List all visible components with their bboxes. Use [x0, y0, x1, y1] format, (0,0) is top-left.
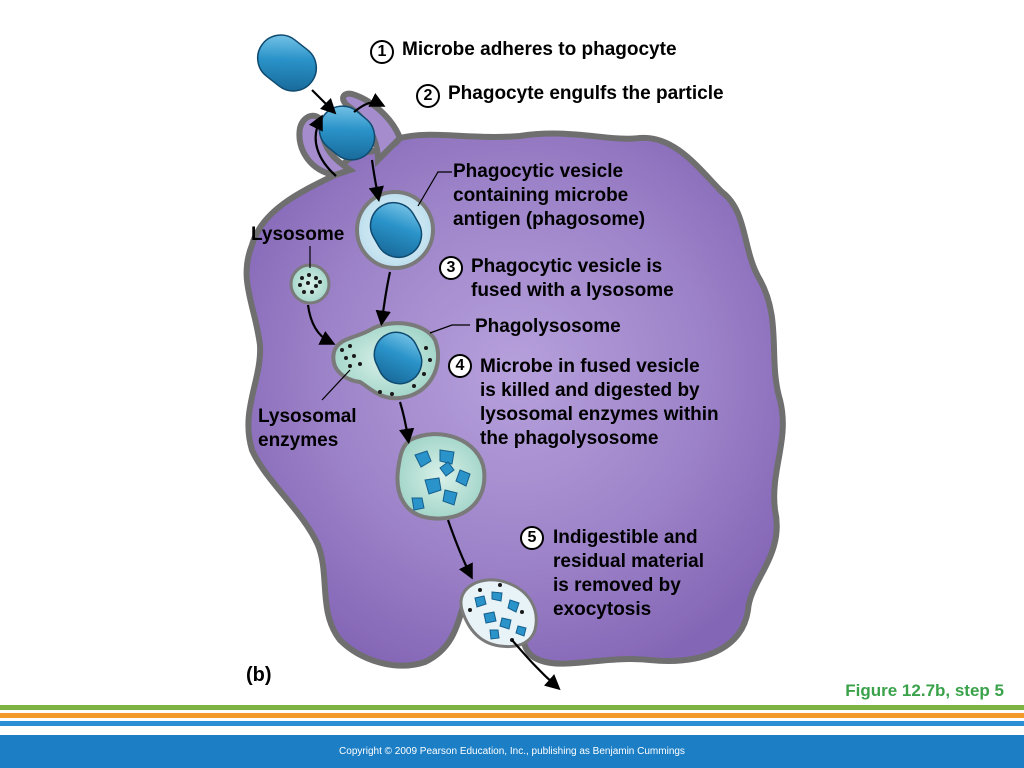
step-4-text-line-2: is killed and digested by: [480, 380, 700, 401]
copyright-text: Copyright © 2009 Pearson Education, Inc.…: [339, 746, 685, 757]
step-5-text-line-1: Indigestible and: [553, 527, 698, 548]
microbe-in-phagosome: [369, 201, 423, 259]
phagolysosome-label: Phagolysosome: [475, 316, 621, 337]
stripe-green: [0, 705, 1024, 710]
phagosome-label-line-2: containing microbe: [453, 185, 629, 206]
step-5-number: 5: [520, 526, 544, 550]
lysosome-label: Lysosome: [251, 224, 345, 245]
microbe-fragments: [411, 449, 471, 511]
step-2-text: Phagocyte engulfs the particle: [448, 83, 724, 104]
process-arrows: [306, 89, 561, 691]
figure-caption: Figure 12.7b, step 5: [845, 681, 1004, 700]
step-1-number: 1: [370, 40, 394, 64]
footer-bar: Copyright © 2009 Pearson Education, Inc.…: [0, 735, 1024, 768]
microbe-adhered: [318, 105, 376, 161]
digestion-vesicle: [395, 432, 487, 521]
step-3-text-line-2: fused with a lysosome: [471, 280, 674, 301]
lysosome-enzyme-dots: [298, 273, 322, 294]
lysosomal-enzymes-label-line-1: Lysosomal: [258, 406, 357, 427]
step-4-text-line-1: Microbe in fused vesicle: [480, 356, 700, 377]
step-1-text: Microbe adheres to phagocyte: [402, 39, 677, 60]
lysosome: [289, 263, 331, 305]
phagolysosome-enzyme-dots: [340, 344, 432, 396]
phagosome-label-line-3: antigen (phagosome): [453, 209, 646, 230]
panel-label: (b): [246, 664, 272, 686]
microbe-in-phagolysosome: [373, 331, 423, 385]
step-3-number: 3: [439, 256, 463, 280]
phagosome-label-line-1: Phagocytic vesicle: [453, 161, 624, 182]
step-4-number: 4: [448, 354, 472, 378]
stripe-blue: [0, 721, 1024, 726]
step-2-number: 2: [416, 84, 440, 108]
step-5-text-line-3: is removed by: [553, 575, 681, 596]
step-3-text-line-1: Phagocytic vesicle is: [471, 256, 663, 277]
step-4-text-line-4: the phagolysosome: [480, 428, 659, 449]
residual-fragments: [474, 591, 527, 640]
lysosomal-enzymes-label-line-2: enzymes: [258, 430, 339, 451]
step-5-text-line-2: residual material: [553, 551, 705, 572]
stripe-orange: [0, 713, 1024, 718]
microbe-free: [256, 34, 318, 92]
leader-lines: [309, 171, 470, 401]
step-4-text-line-3: lysosomal enzymes within: [480, 404, 719, 425]
step-5-text-line-4: exocytosis: [553, 599, 652, 620]
